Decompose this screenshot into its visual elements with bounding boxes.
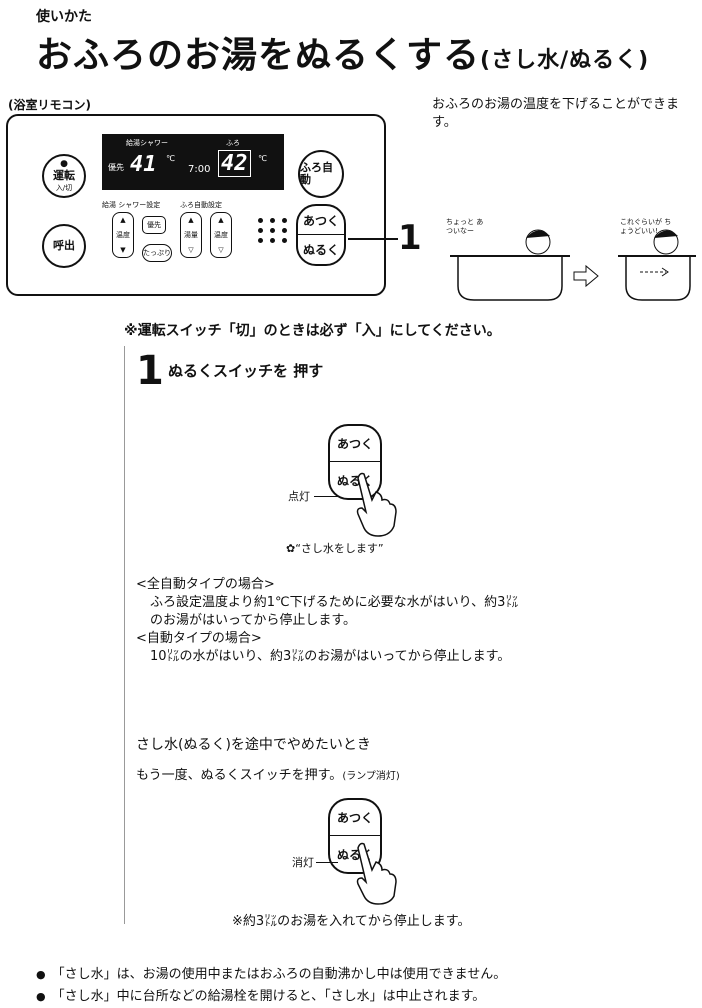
auto-line: 10㍑の水がはいり、約3㍑のお湯がはいってから停止します。 <box>150 649 511 664</box>
auto-heading: <自動タイプの場合> <box>136 631 262 646</box>
bath-auto-label: ふろ自動 <box>300 161 333 186</box>
bath-remote-panel: ● 運転 入/切 呼出 給湯シャワー ふろ 優先 41 ℃ 7:00 42 ℃ … <box>6 114 386 296</box>
bath-level-stepper[interactable]: ▲ 湯量 ▽ <box>180 212 202 258</box>
power-button[interactable]: ● 運転 入/切 <box>42 154 86 198</box>
bath-level-label: 湯量 <box>184 231 198 239</box>
step-switch-diagram: あつく ぬるく <box>328 424 382 500</box>
priority-label: 優先 <box>147 221 161 229</box>
speaker-grille <box>258 218 289 243</box>
intro-text: おふろのお湯の温度を下げることができます。 <box>432 97 680 130</box>
full-auto-heading: <全自動タイプの場合> <box>136 577 275 592</box>
type-explanation: <全自動タイプの場合> ふろ設定温度より約1℃下げるために必要な水がはいり、約3… <box>136 576 518 666</box>
up-arrow-icon: ▲ <box>218 216 224 224</box>
step-text: ぬるくスイッチを 押す <box>168 362 324 380</box>
display-bath-unit: ℃ <box>258 154 267 163</box>
priority-button[interactable]: 優先 <box>142 216 166 234</box>
note-item: 「さし水」は、お湯の使用中またはおふろの自動沸かし中は使用できません。 <box>36 964 507 986</box>
supply-setting-label: 給湯 シャワー設定 <box>102 201 161 209</box>
callout-line <box>348 238 398 240</box>
lamp-off-line <box>316 862 338 863</box>
bath-temp-stepper[interactable]: ▲ 温度 ▽ <box>210 212 232 258</box>
display-bath-label: ふろ <box>226 139 240 147</box>
lamp-on-line <box>314 496 338 497</box>
full-auto-line1: ふろ設定温度より約1℃下げるために必要な水がはいり、約3㍑ <box>150 595 519 610</box>
notes-list: 「さし水」は、お湯の使用中またはおふろの自動沸かし中は使用できません。 「さし水… <box>36 964 507 1008</box>
nuruku-button[interactable]: ぬるく <box>302 243 339 257</box>
bubble-left: ちょっと あついなー <box>446 218 484 235</box>
atsuku-button[interactable]: あつく <box>298 206 344 235</box>
note-item: 「さし水」中に台所などの給湯栓を開けると、「さし水」は中止されます。 <box>36 986 506 1008</box>
step-divider <box>124 346 125 924</box>
stop-description: もう一度、ぬるくスイッチを押す。(ランプ消灯) <box>136 764 400 783</box>
voice-text: “さし水をします” <box>295 542 384 555</box>
call-button[interactable]: 呼出 <box>42 224 86 268</box>
stop-heading: さし水(ぬるく)を途中でやめたいとき <box>136 737 371 753</box>
page-title: おふろのお湯をぬるくする(さし水/ぬるく) <box>36 26 649 78</box>
bath-illustration <box>450 229 696 301</box>
bubble-right: これぐらいが ちょうどいい! <box>620 218 672 235</box>
pointing-hand-icon <box>356 842 397 905</box>
supply-temp-label: 温度 <box>116 231 130 239</box>
bath-temp-label: 温度 <box>214 231 228 239</box>
lamp-on-label: 点灯 <box>288 490 310 503</box>
up-arrow-icon: ▲ <box>188 216 194 224</box>
plenty-label: たっぷり <box>143 249 171 257</box>
supply-temp-stepper[interactable]: ▲ 温度 ▼ <box>112 212 134 258</box>
atsuku-button[interactable]: あつく <box>330 800 380 836</box>
stop-desc-note: (ランプ消灯) <box>342 771 400 782</box>
down-arrow-icon: ▽ <box>188 246 194 254</box>
full-auto-line2: のお湯がはいってから停止します。 <box>150 613 357 628</box>
display-supply-unit: ℃ <box>166 154 175 163</box>
stop-desc-text: もう一度、ぬるくスイッチを押す。 <box>136 768 343 783</box>
pointing-hand-icon <box>356 472 397 537</box>
page-subtitle: 使いかた <box>36 9 92 25</box>
step-number: 1 <box>136 348 164 394</box>
power-sub-label: 入/切 <box>55 184 73 192</box>
bath-auto-button[interactable]: ふろ自動 <box>298 150 344 198</box>
title-main: おふろのお湯をぬるくする <box>36 35 481 76</box>
display-priority-mark: 優先 <box>108 163 124 172</box>
display-bath-temp: 42 <box>218 150 251 177</box>
stop-switch-diagram: あつく ぬるく <box>328 798 382 874</box>
atsuku-nuruku-switch: あつく ぬるく <box>296 204 346 266</box>
remote-display: 給湯シャワー ふろ 優先 41 ℃ 7:00 42 ℃ <box>102 134 284 190</box>
up-arrow-icon: ▲ <box>120 216 126 224</box>
stop-after-note: ※約3㍑のお湯を入れてから停止します。 <box>232 914 471 929</box>
voice-icon: ✿ <box>286 542 296 555</box>
call-label: 呼出 <box>53 239 75 252</box>
lamp-off-label: 消灯 <box>292 856 314 869</box>
power-label: 運転 <box>53 169 75 182</box>
down-arrow-icon: ▽ <box>218 246 224 254</box>
display-supply-temp: 41 <box>130 152 157 177</box>
callout-number: 1 <box>398 218 422 258</box>
display-time: 7:00 <box>188 164 211 175</box>
display-supply-label: 給湯シャワー <box>126 139 168 147</box>
power-lamp-icon: ● <box>60 159 68 169</box>
voice-message: ✿“さし水をします” <box>286 540 384 556</box>
down-arrow-icon: ▼ <box>120 246 126 254</box>
bath-setting-label: ふろ自動設定 <box>180 201 222 209</box>
atsuku-button[interactable]: あつく <box>330 426 380 462</box>
plenty-button[interactable]: たっぷり <box>142 244 172 262</box>
title-paren: (さし水/ぬるく) <box>480 48 650 73</box>
remote-label: (浴室リモコン) <box>8 98 91 112</box>
power-note: ※運転スイッチ「切」のときは必ず「入」にしてください。 <box>124 323 501 339</box>
